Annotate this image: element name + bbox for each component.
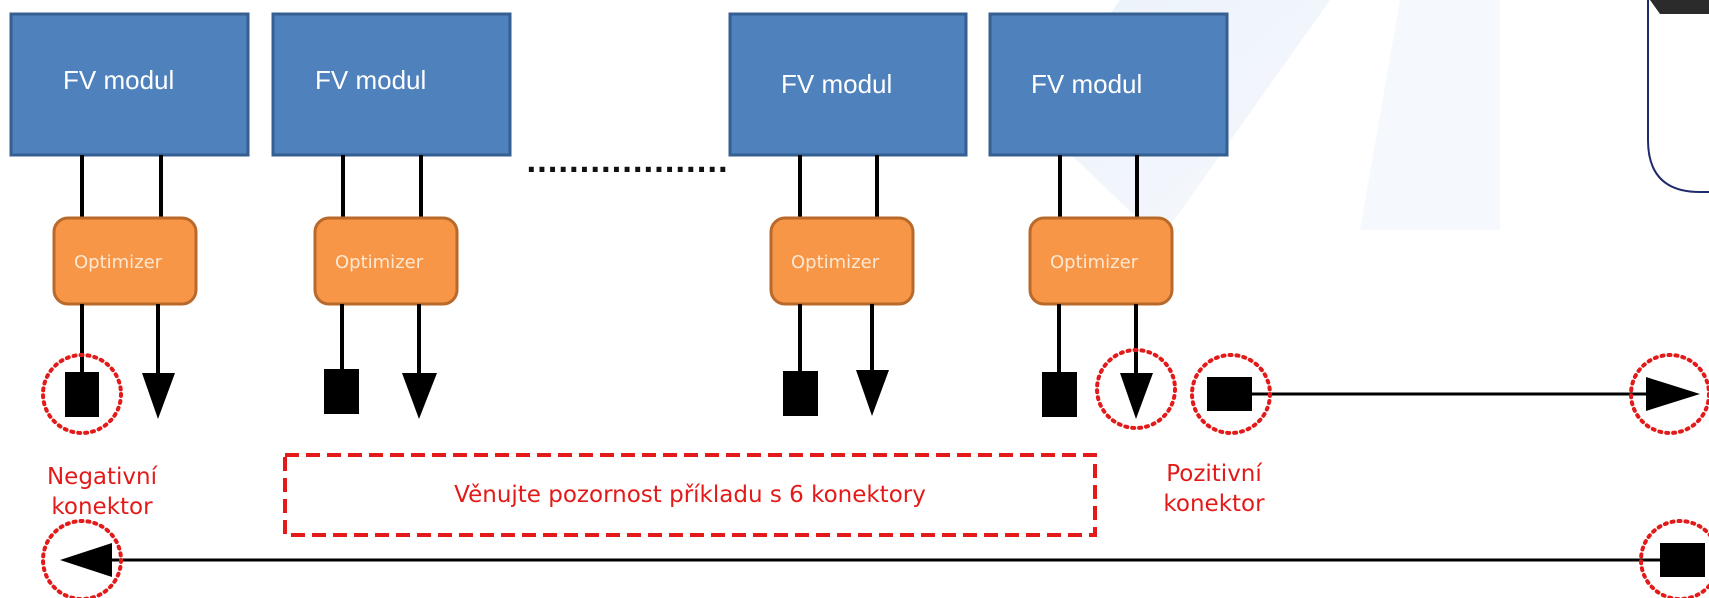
pv-module[interactable] bbox=[9, 12, 250, 157]
pv-module[interactable] bbox=[271, 12, 512, 157]
module-group-3: FV modul bbox=[728, 12, 968, 157]
optimizer-box[interactable] bbox=[52, 216, 198, 306]
positive-connectors bbox=[142, 370, 1153, 419]
return-arrow-connector bbox=[60, 543, 112, 577]
note-box bbox=[283, 453, 1097, 537]
ellipsis: ................... bbox=[526, 146, 728, 179]
negative-connector-label: Negativní bbox=[47, 464, 158, 490]
highlight-circle bbox=[1639, 519, 1709, 598]
highlight-circle bbox=[1095, 348, 1177, 430]
return-square-connector bbox=[1660, 543, 1705, 577]
pv-module[interactable] bbox=[728, 12, 968, 157]
pv-module-label: FV modul bbox=[781, 69, 892, 99]
optimizers: Optimizer Optimizer Optimizer Optimizer bbox=[52, 216, 1174, 306]
positive-connector-label: konektor bbox=[1163, 491, 1265, 517]
side-panel-corner bbox=[1650, 0, 1709, 14]
pv-module[interactable] bbox=[988, 12, 1229, 157]
highlight-circle bbox=[1629, 353, 1709, 435]
negative-connector-label: konektor bbox=[51, 494, 153, 520]
pv-module-label: FV modul bbox=[1031, 69, 1142, 99]
positive-connector-icon bbox=[142, 373, 175, 419]
positive-connector-icon bbox=[856, 370, 889, 416]
highlight-circles bbox=[41, 348, 1709, 598]
pv-module-label: FV modul bbox=[63, 65, 174, 95]
module-group-4: FV modul bbox=[988, 12, 1229, 157]
negative-connector-icon bbox=[1042, 372, 1077, 417]
optimizer-box[interactable] bbox=[313, 216, 459, 306]
extension-square-connector bbox=[1207, 377, 1252, 411]
positive-connector-icon bbox=[1120, 373, 1153, 419]
optimizer-box[interactable] bbox=[1028, 216, 1174, 306]
highlight-circle bbox=[41, 519, 123, 598]
negative-connectors bbox=[65, 369, 1077, 417]
note-text: Věnujte pozornost příkladu s 6 konektory bbox=[454, 482, 926, 508]
optimizer-wires bbox=[80, 304, 1138, 385]
module-wires bbox=[80, 155, 1139, 218]
module-group-2: FV modul bbox=[271, 12, 512, 157]
extension-arrow-connector bbox=[1646, 377, 1700, 411]
positive-connector-icon bbox=[402, 373, 437, 419]
positive-connector-label: Pozitivní bbox=[1166, 461, 1262, 487]
optimizer-label: Optimizer bbox=[791, 252, 880, 273]
negative-connector-icon bbox=[783, 371, 818, 416]
module-group-1: FV modul bbox=[9, 12, 250, 157]
side-panel bbox=[1647, 0, 1709, 193]
pv-module-label: FV modul bbox=[315, 65, 426, 95]
highlight-circle bbox=[41, 353, 123, 435]
optimizer-label: Optimizer bbox=[335, 252, 424, 273]
watermark-shape bbox=[1360, 0, 1500, 230]
negative-connector-icon bbox=[324, 369, 359, 414]
optimizer-label: Optimizer bbox=[1050, 252, 1139, 273]
optimizer-label: Optimizer bbox=[74, 252, 163, 273]
negative-connector-icon bbox=[65, 372, 99, 417]
highlight-circle bbox=[1190, 353, 1272, 435]
optimizer-box[interactable] bbox=[769, 216, 915, 306]
